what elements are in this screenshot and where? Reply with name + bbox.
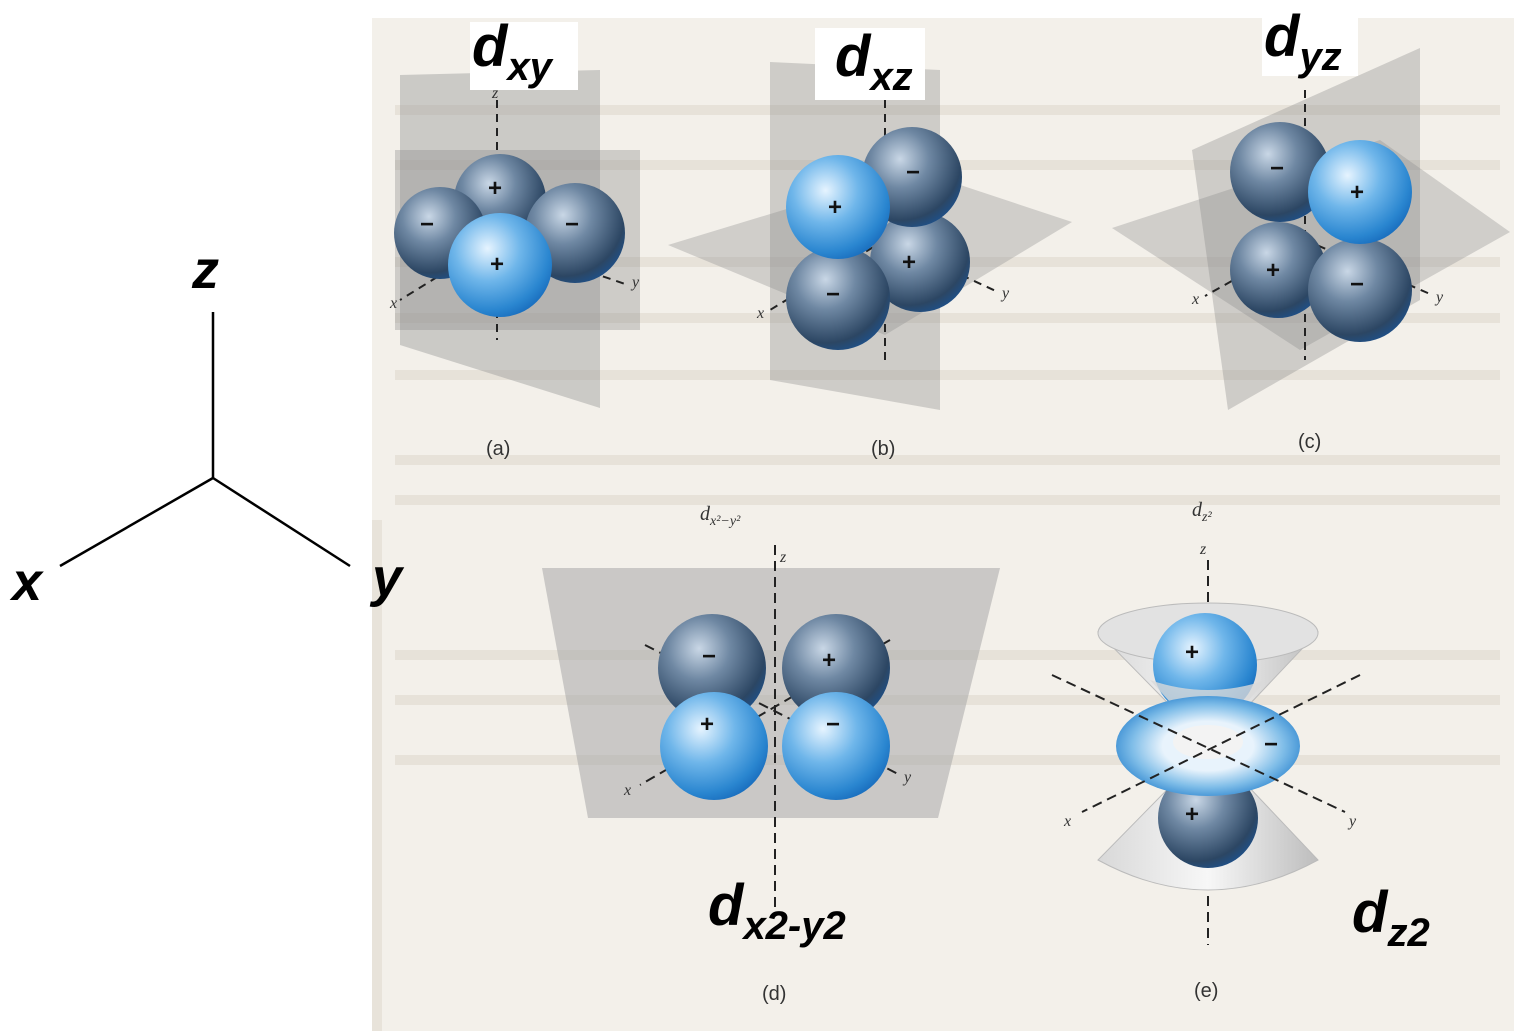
label-dx2y2: dx2-y2 xyxy=(708,873,846,948)
axis-label-y-c: y xyxy=(1434,289,1444,306)
label-dxy: dxy xyxy=(472,14,554,89)
book-label-dx2y2: dx²−y² xyxy=(700,503,741,529)
sign-dxy-right: − xyxy=(565,211,579,238)
axis-label-x-d: x xyxy=(623,782,631,799)
sign-dyz-back-lower: + xyxy=(1266,257,1280,284)
lobe-dyz-front-upper xyxy=(1308,140,1412,244)
sign-dxz-back-upper: − xyxy=(906,159,920,186)
sign-dx2y2-front-left: + xyxy=(700,711,714,738)
axis-legend-y-line xyxy=(212,476,351,568)
orbital-dxy: + − − + z x y dxy (a) xyxy=(389,14,640,460)
orbital-dx2y2: − + + − z x y dx²−y² dx2-y2 (d) xyxy=(542,503,1000,1005)
axis-label-y-e: y xyxy=(1347,813,1357,830)
book-label-dz2-main: d xyxy=(1192,499,1203,521)
sign-dyz-front-upper: + xyxy=(1350,179,1364,206)
sign-dz2-upper: + xyxy=(1185,639,1199,666)
axis-legend-z-label: z xyxy=(191,240,219,300)
sign-dxy-back: + xyxy=(488,175,502,202)
book-label-dz2: dz² xyxy=(1192,499,1212,525)
sign-dxz-front-lower: − xyxy=(826,281,840,308)
orbital-dz2: + − + z x y dz² dz2 (e) xyxy=(1051,499,1430,1002)
lobe-dx2y2-front-right xyxy=(782,692,890,800)
axis-y-a xyxy=(496,239,629,286)
label-dxy-sub: xy xyxy=(505,45,553,89)
axis-label-z-a: z xyxy=(491,85,499,102)
sign-dyz-front-lower: − xyxy=(1350,271,1364,298)
caption-e: (e) xyxy=(1194,980,1218,1002)
label-dxz-main: d xyxy=(835,24,872,89)
sign-dyz-back-upper: − xyxy=(1270,155,1284,182)
label-dz2-sub: z2 xyxy=(1386,911,1429,955)
lobe-dyz-back-upper xyxy=(1230,122,1330,222)
lobe-dyz-back-lower xyxy=(1230,222,1326,318)
plane-dxz-horizontal xyxy=(668,170,1072,335)
book-label-dx2y2-main: d xyxy=(700,503,711,525)
sign-dx2y2-back-right: + xyxy=(822,647,836,674)
axis-label-x-a: x xyxy=(389,295,397,312)
lobe-dx2y2-back-right xyxy=(782,614,890,722)
label-dz2: dz2 xyxy=(1352,880,1430,955)
lobe-dxy-front xyxy=(448,213,552,317)
sign-dx2y2-back-left: − xyxy=(702,643,716,670)
axis-label-y-b: y xyxy=(1000,285,1010,302)
lobe-dx2y2-back-left xyxy=(658,614,766,722)
axis-label-x-e: x xyxy=(1063,813,1071,830)
caption-d: (d) xyxy=(762,983,786,1005)
axis-label-y-d: y xyxy=(902,769,912,786)
orbital-dxz: − + + − x y dxz (b) xyxy=(668,24,1072,460)
lobe-dxz-back-lower xyxy=(870,212,970,312)
sign-dz2-lower: + xyxy=(1185,801,1199,828)
axis-x-e xyxy=(1081,674,1361,813)
label-dz2-main: d xyxy=(1352,880,1389,945)
axis-label-y-a: y xyxy=(630,274,640,291)
caption-b: (b) xyxy=(871,438,895,460)
orbital-dyz: − + + − x y dyz (c) xyxy=(1112,4,1510,453)
label-dxz: dxz xyxy=(835,24,913,99)
label-dyz-sub: yz xyxy=(1297,35,1341,79)
sign-dxz-front-upper: + xyxy=(828,194,842,221)
axis-legend: z x y xyxy=(9,240,405,612)
axis-label-x-b: x xyxy=(756,305,764,322)
label-dyz-main: d xyxy=(1264,4,1301,69)
label-dyz-bg xyxy=(1262,14,1358,76)
axis-label-x-c: x xyxy=(1191,291,1199,308)
book-label-dx2y2-sub: x²−y² xyxy=(709,514,741,529)
lobe-dxz-front-lower xyxy=(786,246,890,350)
lobe-dxz-front-upper xyxy=(786,155,890,259)
caption-a: (a) xyxy=(486,438,510,460)
lobe-dyz-front-lower xyxy=(1308,238,1412,342)
plane-dx2y2 xyxy=(542,568,1000,818)
sign-dxz-back-lower: + xyxy=(902,249,916,276)
label-dxy-main: d xyxy=(472,14,509,79)
label-dxy-bg xyxy=(470,22,578,90)
axis-legend-x-line xyxy=(59,476,214,568)
axis-label-z-e: z xyxy=(1199,541,1207,558)
book-page-strip-left xyxy=(372,520,382,1031)
sign-dx2y2-front-right: − xyxy=(826,711,840,738)
label-dxz-bg xyxy=(815,28,925,100)
label-dyz: dyz xyxy=(1264,4,1342,79)
label-dx2y2-main: d xyxy=(708,873,745,938)
axis-label-z-d: z xyxy=(779,549,787,566)
label-dxz-sub: xz xyxy=(868,55,912,99)
lobe-dx2y2-front-left xyxy=(660,692,768,800)
axis-y-e xyxy=(1051,674,1346,813)
sign-dz2-torus: − xyxy=(1264,731,1278,758)
axis-legend-y-label: y xyxy=(369,548,405,608)
sign-dxy-front: + xyxy=(490,251,504,278)
label-dx2y2-sub: x2-y2 xyxy=(741,904,845,948)
axis-legend-x-label: x xyxy=(9,552,44,612)
torus-dz2-hole xyxy=(1173,725,1243,759)
caption-c: (c) xyxy=(1298,431,1321,453)
sign-dxy-left: − xyxy=(420,211,434,238)
book-label-dz2-sub: z² xyxy=(1201,510,1212,525)
